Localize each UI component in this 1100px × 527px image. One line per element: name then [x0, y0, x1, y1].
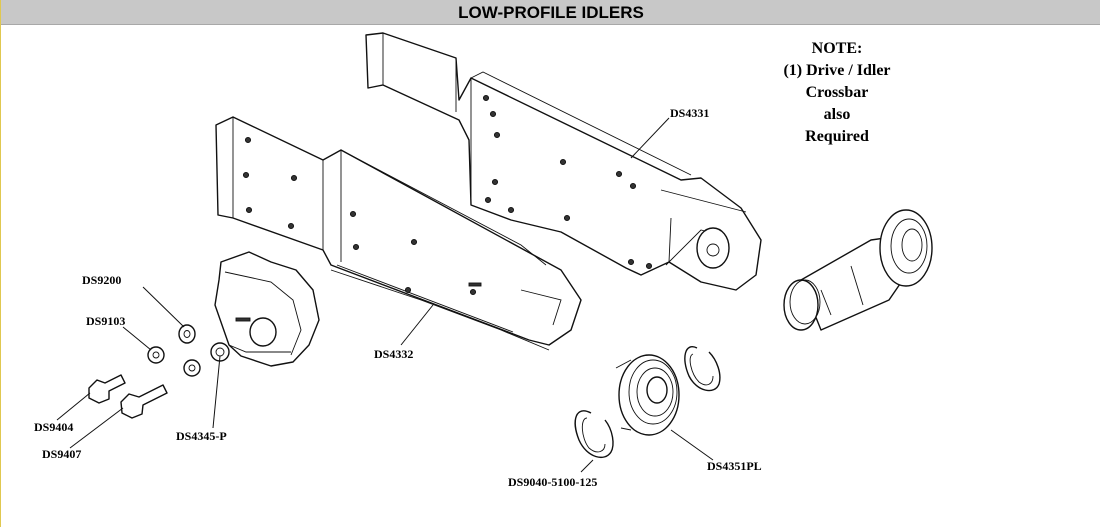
part-retaining-ring-left — [574, 410, 614, 459]
page-title: LOW-PROFILE IDLERS — [458, 3, 644, 22]
label-ds4331: DS4331 — [670, 106, 709, 120]
label-ds4351pl: DS4351PL — [707, 459, 762, 473]
exploded-parts-diagram: NOTE: (1) Drive / Idler Crossbar also Re… — [34, 32, 933, 489]
note-block: NOTE: (1) Drive / Idler Crossbar also Re… — [783, 40, 890, 145]
label-ds4345p: DS4345-P — [176, 429, 227, 443]
part-lock-washers — [183, 342, 230, 377]
part-ds4345p-guard — [214, 251, 320, 367]
label-ds9200: DS9200 — [82, 273, 121, 287]
note-line-3: Crossbar — [806, 84, 869, 101]
note-line-1: NOTE: — [812, 40, 863, 57]
note-line-5: Required — [805, 128, 869, 145]
label-ds9103: DS9103 — [86, 314, 125, 328]
part-ds4331-arm — [365, 32, 762, 291]
part-retaining-ring-right — [684, 346, 721, 392]
part-ds9404-bolt — [88, 374, 126, 404]
label-ds9040: DS9040-5100-125 — [508, 475, 597, 489]
label-ds9407: DS9407 — [42, 447, 81, 461]
title-bar: LOW-PROFILE IDLERS — [1, 0, 1100, 25]
part-ds9103-washer — [147, 346, 165, 364]
label-ds9404: DS9404 — [34, 420, 73, 434]
part-labels: DS4331 DS4332 DS9200 DS9103 DS9404 DS940… — [34, 106, 762, 489]
label-ds4332: DS4332 — [374, 347, 413, 361]
part-ds9200-washer — [178, 324, 196, 344]
note-line-2: (1) Drive / Idler — [783, 62, 890, 79]
part-ds4351pl-bearing — [615, 354, 680, 436]
note-line-4: also — [824, 106, 851, 123]
part-ds4332-arm — [215, 116, 582, 351]
part-ds9407-bolt — [120, 384, 168, 419]
leader-lines — [56, 117, 714, 473]
part-idler-shaft — [783, 209, 933, 331]
